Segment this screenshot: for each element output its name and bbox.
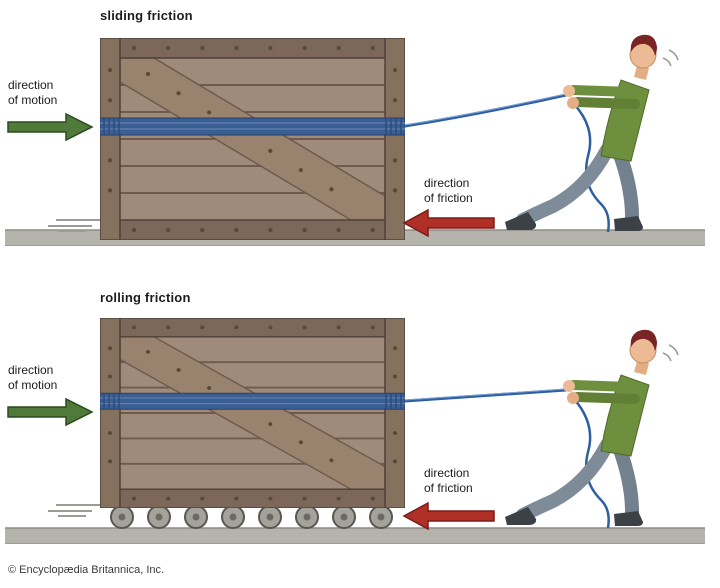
wheel-hub (192, 513, 200, 521)
rope-highlight (404, 93, 567, 126)
motion-arrow (7, 112, 94, 142)
ground (5, 528, 705, 544)
wheel-hub (303, 513, 311, 521)
motion-label-sliding: direction of motion (8, 78, 57, 108)
wheel-set (110, 505, 393, 529)
motion-arrow (7, 397, 94, 427)
man-illustration (505, 35, 678, 231)
motion-streaks (48, 504, 100, 517)
panel-sliding-graphics (5, 35, 705, 246)
man-illustration (505, 330, 678, 526)
crate-illustration (100, 318, 405, 508)
wheel-hub (340, 513, 348, 521)
friction-label-rolling: direction of friction (424, 466, 473, 496)
friction-arrow (402, 501, 495, 531)
panel-rolling-graphics (5, 318, 705, 544)
motion-streaks (48, 219, 100, 232)
wheel-hub (377, 513, 385, 521)
panel-title-sliding: sliding friction (100, 8, 193, 23)
label-line: of friction (424, 481, 473, 495)
wheel-hubs (118, 513, 385, 521)
crate-illustration (100, 38, 405, 240)
friction-label-sliding: direction of friction (424, 176, 473, 206)
motion-label-rolling: direction of motion (8, 363, 57, 393)
friction-arrow (402, 208, 495, 238)
rope (404, 388, 567, 403)
label-line: direction (424, 466, 470, 480)
label-line: direction (424, 176, 470, 190)
wheel-hub (266, 513, 274, 521)
wheel-hub (155, 513, 163, 521)
rope (404, 93, 567, 128)
label-line: direction (8, 363, 54, 377)
wheel-hub (229, 513, 237, 521)
copyright-credit: © Encyclopædia Britannica, Inc. (8, 564, 165, 576)
wheel-hub (118, 513, 126, 521)
label-line: of motion (8, 93, 58, 107)
panel-title-rolling: rolling friction (100, 290, 191, 305)
label-line: of motion (8, 378, 58, 392)
rope-highlight (404, 388, 567, 401)
label-line: of friction (424, 191, 473, 205)
label-line: direction (8, 78, 54, 92)
